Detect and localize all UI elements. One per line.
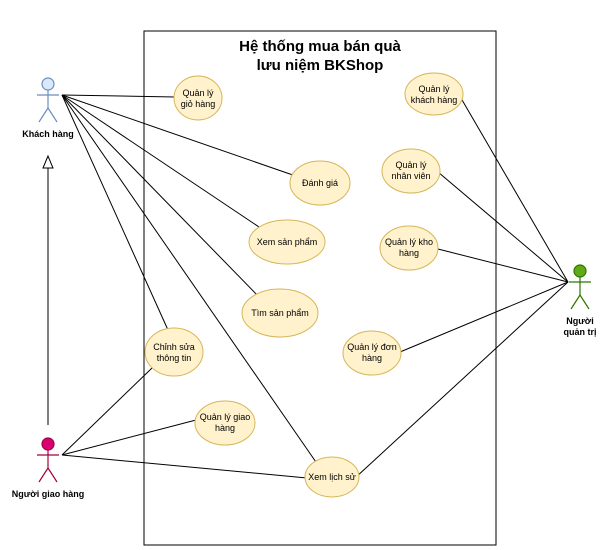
actor-customer-label: Khách hàng — [22, 129, 74, 139]
use-case-customers: Quản lý khách hàng — [404, 72, 464, 116]
stick-figure-icon — [569, 264, 591, 310]
use-case-search-product: Tìm sản phẩm — [241, 288, 319, 338]
use-case-warehouse-line2: hàng — [399, 248, 419, 258]
system-title-line1: Hệ thống mua bán quà — [239, 38, 401, 55]
generalization-arrowhead — [42, 154, 54, 169]
use-case-view-product-label: Xem sản phẩm — [257, 237, 318, 247]
use-case-cart: Quản lý giỏ hàng — [173, 75, 223, 121]
assoc-customer-cart — [61, 94, 176, 98]
assoc-customer-review — [61, 94, 314, 183]
actor-admin-label-line1: Người — [566, 316, 593, 326]
use-case-edit-info-line1: Chỉnh sửa — [153, 342, 195, 352]
use-case-warehouse: Quản lý kho hàng — [379, 225, 439, 271]
use-case-orders: Quản lý đơn hàng — [342, 330, 402, 376]
use-case-cart-line2: giỏ hàng — [181, 99, 216, 109]
assoc-admin-history — [354, 281, 569, 479]
use-case-delivery-line2: hàng — [215, 423, 235, 433]
use-case-history-label: Xem lịch sử — [308, 472, 356, 482]
use-case-orders-line1: Quản lý đơn — [347, 342, 396, 352]
use-case-staff-line1: Quản lý — [395, 160, 427, 170]
assoc-admin-staff — [437, 171, 569, 283]
system-title-line2: lưu niệm BKShop — [257, 57, 384, 74]
assoc-shipper-edit — [61, 367, 153, 456]
use-case-edit-info: Chỉnh sửa thông tin — [144, 327, 204, 377]
use-case-review-label: Đánh giá — [302, 178, 338, 188]
use-case-warehouse-line1: Quản lý kho — [385, 237, 433, 247]
assoc-shipper-delivery — [61, 419, 197, 456]
assoc-shipper-history — [61, 454, 308, 479]
use-case-staff: Quản lý nhân viên — [381, 148, 441, 194]
use-case-review: Đánh giá — [289, 160, 351, 206]
use-case-delivery-line1: Quản lý giao — [200, 412, 251, 422]
actor-admin-label-line2: quản trị — [564, 327, 597, 337]
stick-figure-icon — [37, 77, 59, 123]
use-case-search-product-label: Tìm sản phẩm — [251, 308, 309, 318]
use-case-history: Xem lịch sử — [304, 456, 360, 498]
use-case-view-product: Xem sản phẩm — [248, 219, 326, 265]
assoc-customer-history — [61, 94, 319, 466]
use-case-edit-info-line2: thông tin — [157, 353, 192, 363]
use-case-staff-line2: nhân viên — [391, 171, 430, 181]
use-case-cart-line1: Quản lý — [182, 88, 214, 98]
use-case-customers-line1: Quản lý — [418, 84, 450, 94]
actor-shipper-label: Người giao hàng — [12, 489, 84, 499]
use-case-delivery: Quản lý giao hàng — [194, 400, 256, 446]
use-case-orders-line2: hàng — [362, 353, 382, 363]
use-case-customers-line2: khách hàng — [411, 95, 458, 105]
assoc-customer-view — [61, 94, 269, 234]
stick-figure-icon — [37, 437, 59, 483]
actor-customer: Khách hàng — [22, 77, 74, 139]
assoc-customer-search — [61, 94, 263, 301]
assoc-admin-orders — [399, 281, 569, 353]
assoc-customer-edit — [61, 94, 169, 331]
actor-admin: Người quản trị — [564, 264, 597, 337]
actor-shipper: Người giao hàng — [12, 437, 84, 499]
assoc-admin-customers — [457, 92, 569, 283]
assoc-admin-warehouse — [437, 248, 569, 283]
